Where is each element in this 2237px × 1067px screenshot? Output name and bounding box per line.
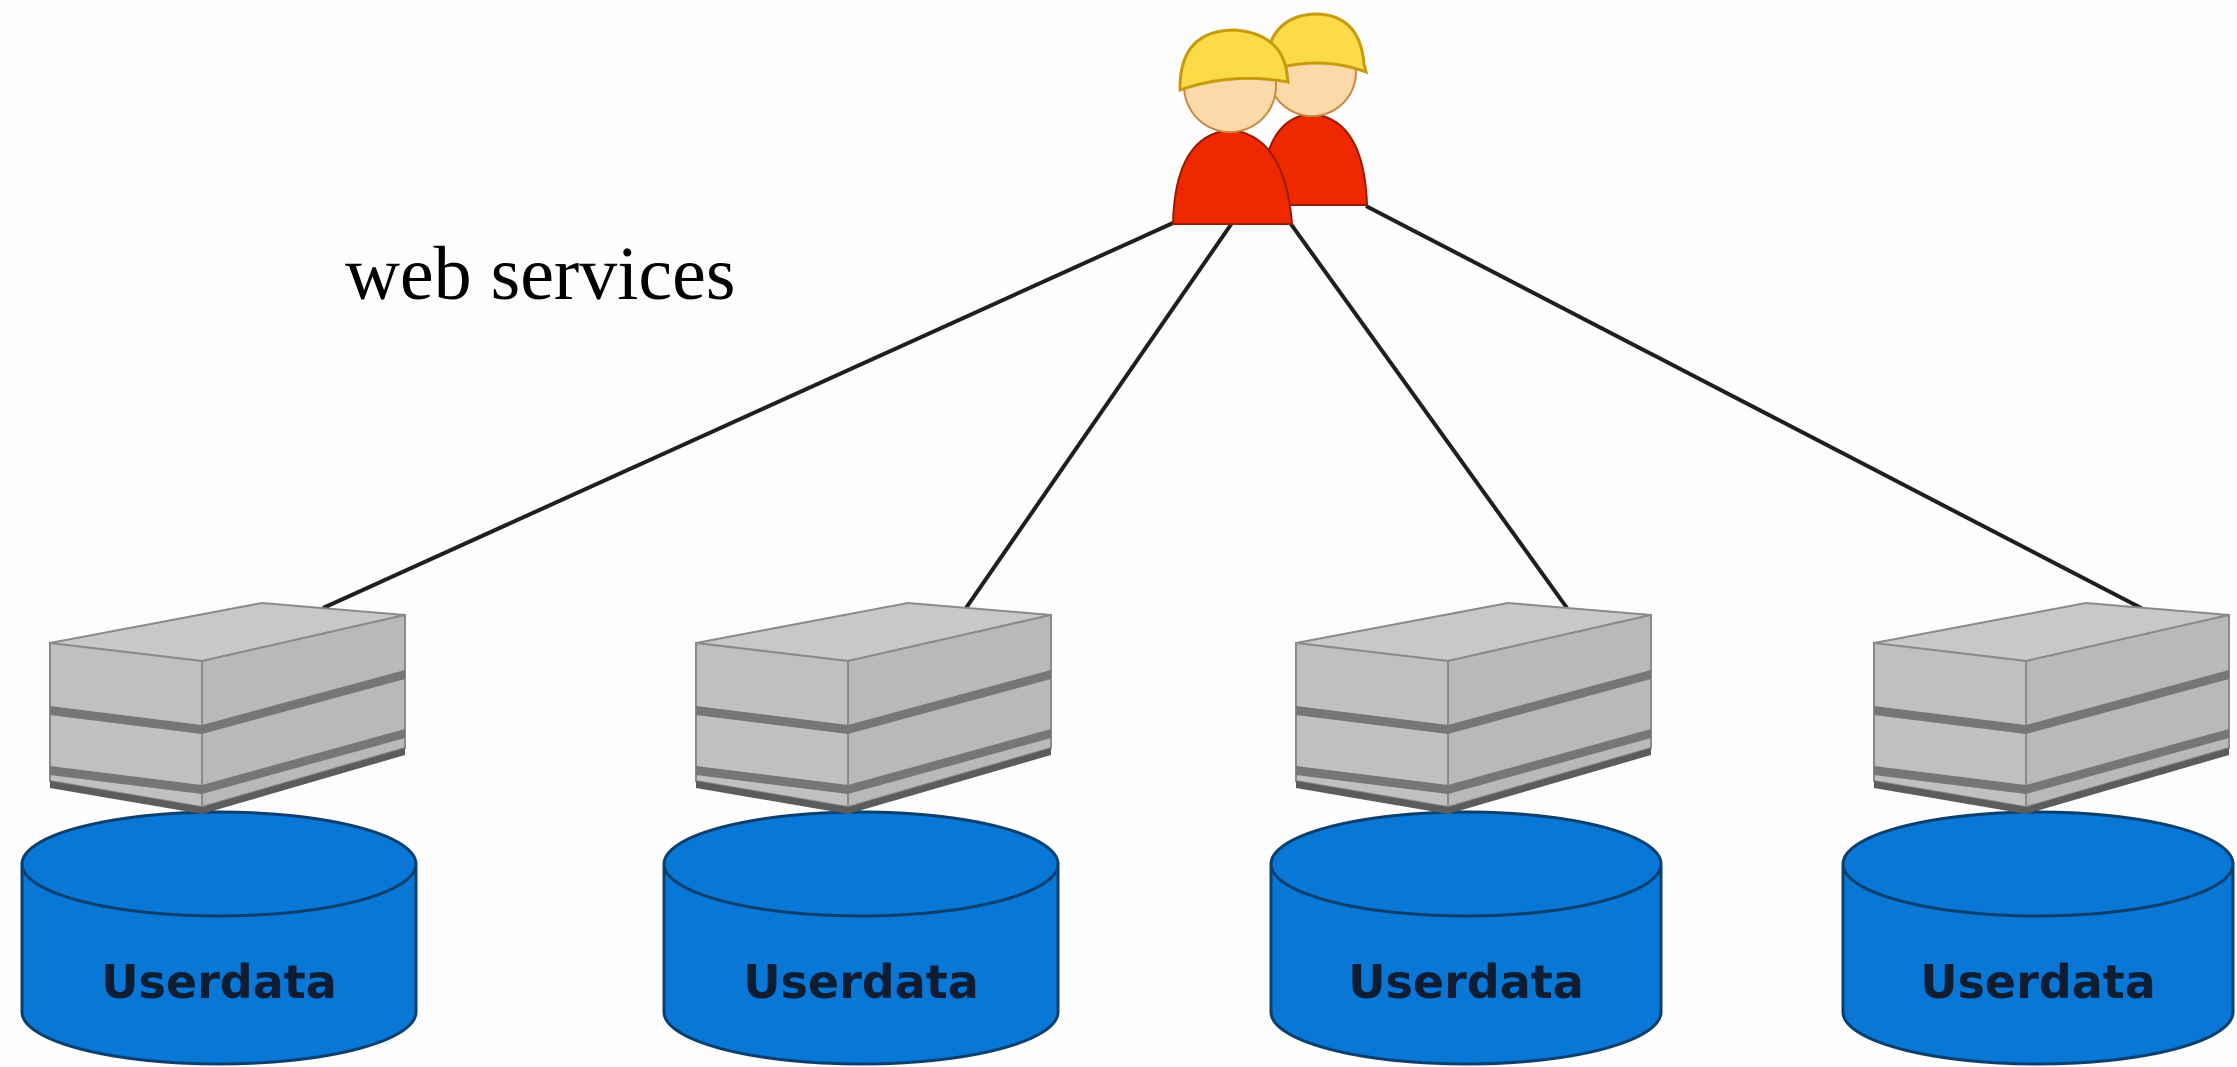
database-icon: Userdata (662, 810, 1060, 1066)
connector-line (1365, 204, 2146, 612)
userdata-node: Userdata (20, 602, 418, 1066)
database-icon: Userdata (1269, 810, 1663, 1066)
diagram-caption: web services (345, 232, 736, 316)
connector-line (322, 221, 1174, 610)
database-label: Userdata (1920, 955, 2156, 1009)
userdata-node: Userdata (1841, 602, 2235, 1066)
userdata-node: Userdata (662, 602, 1060, 1066)
userdata-node: Userdata (1269, 602, 1663, 1066)
two-users-icon (1171, 12, 1369, 225)
server-icon (695, 602, 1052, 815)
server-icon (1295, 602, 1652, 815)
user-icon (1259, 12, 1369, 206)
database-label: Userdata (1348, 955, 1584, 1009)
database-label: Userdata (101, 955, 337, 1009)
user-icon (1171, 28, 1294, 225)
database-label: Userdata (743, 955, 979, 1009)
connector-line (1286, 218, 1569, 610)
database-icon: Userdata (20, 810, 418, 1066)
connector-line (964, 221, 1234, 610)
database-icon: Userdata (1841, 810, 2235, 1066)
server-icon (1873, 602, 2230, 815)
server-icon (49, 602, 406, 815)
